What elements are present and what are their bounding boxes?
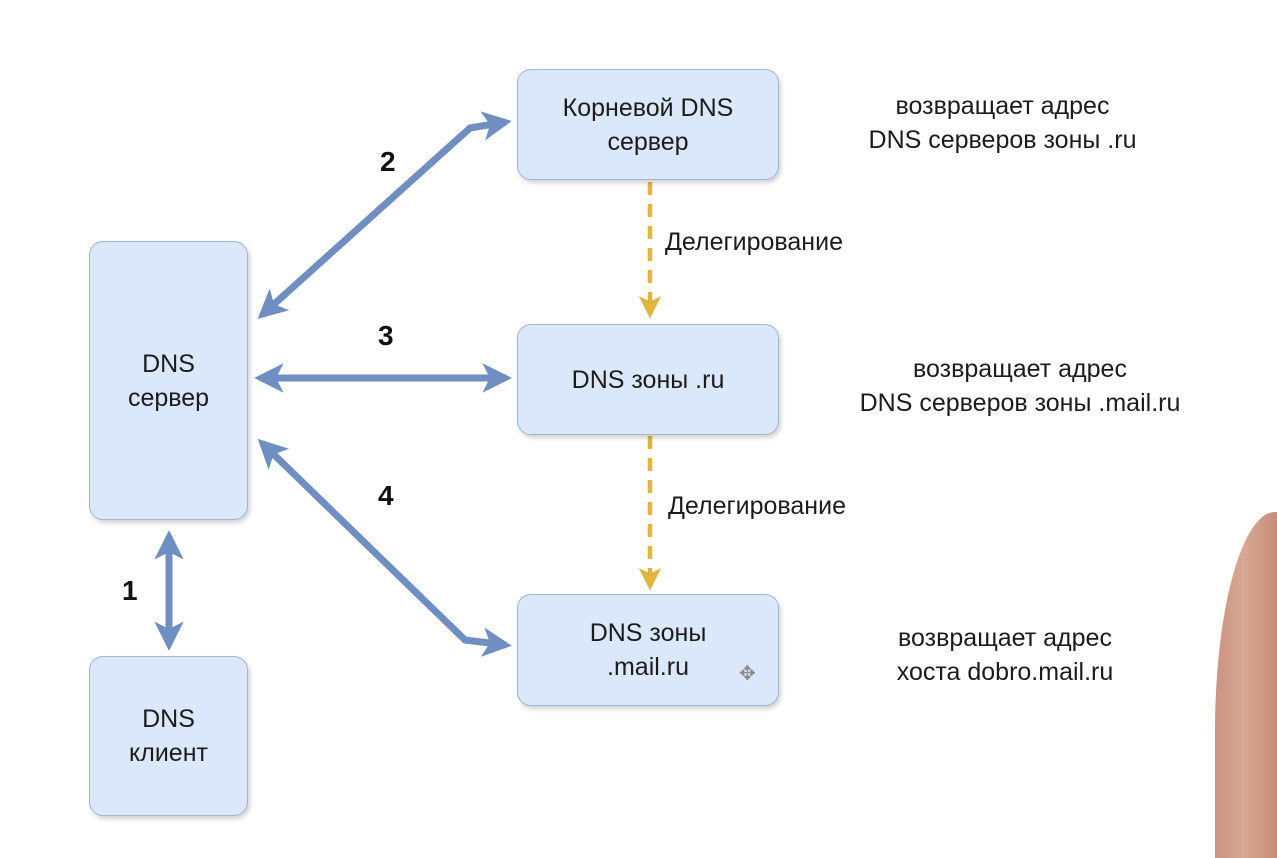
- dns-zone-mail-ru-node: DNS зоны .mail.ru: [517, 594, 779, 706]
- dns-server-label: DNS сервер: [127, 349, 210, 412]
- step-label-2: 2: [380, 146, 396, 177]
- delegation-label-1: Делегирование: [665, 228, 843, 256]
- zone-mail-ru-note: возвращает адрес хоста dobro.mail.ru: [896, 624, 1114, 686]
- dns-server-node: DNS сервер: [89, 241, 248, 520]
- move-cursor-icon: ✥: [739, 663, 756, 685]
- step-label-1: 1: [122, 575, 138, 606]
- dns-client-label: DNS клиент: [129, 705, 208, 767]
- step-label-3: 3: [378, 320, 394, 351]
- dns-zone-mail-ru-label: DNS зоны .mail.ru: [589, 619, 707, 681]
- arrow-step-2: [257, 111, 512, 319]
- delegation-label-2: Делегирование: [668, 492, 846, 520]
- zone-ru-note: возвращает адрес DNS серверов зоны .mail…: [859, 355, 1181, 417]
- root-dns-server-node: Корневой DNS сервер: [517, 69, 779, 180]
- dns-zone-ru-node: DNS зоны .ru: [517, 324, 779, 435]
- dns-client-node: DNS клиент: [89, 656, 248, 816]
- arrow-step-4: [257, 438, 512, 657]
- dns-zone-ru-label: DNS зоны .ru: [571, 365, 725, 394]
- root-dns-server-label: Корневой DNS сервер: [562, 93, 734, 156]
- step-label-4: 4: [378, 480, 394, 511]
- root-server-note: возвращает адрес DNS серверов зоны .ru: [868, 92, 1137, 154]
